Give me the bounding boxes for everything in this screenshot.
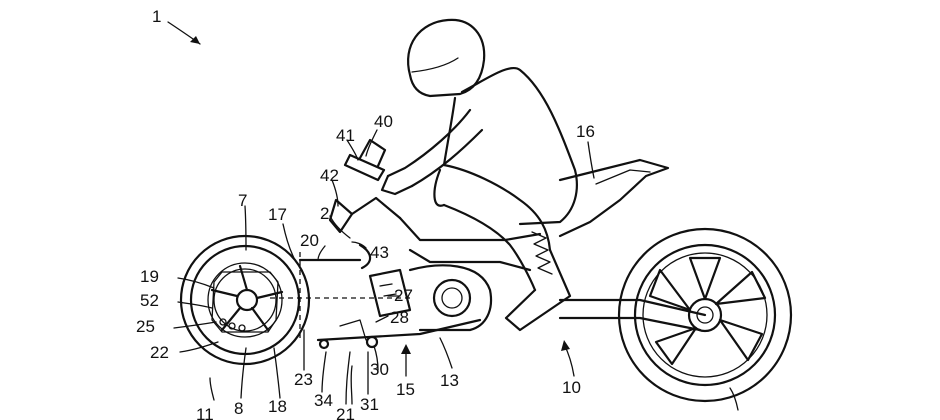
label-28: 28 bbox=[390, 308, 409, 327]
label-41: 41 bbox=[336, 126, 355, 145]
label-31: 31 bbox=[360, 395, 379, 414]
label-40: 40 bbox=[374, 112, 393, 131]
label-27: 27 bbox=[394, 286, 413, 305]
label-42: 42 bbox=[320, 166, 339, 185]
frame-and-body bbox=[270, 138, 707, 350]
label-30: 30 bbox=[370, 360, 389, 379]
leader-lines bbox=[167, 21, 739, 411]
label-8: 8 bbox=[234, 399, 243, 418]
rider-figure bbox=[380, 18, 578, 332]
label-10: 10 bbox=[562, 378, 581, 397]
reference-labels: 1 40 41 42 2 43 20 17 7 16 19 52 25 22 2… bbox=[136, 7, 595, 420]
label-1: 1 bbox=[152, 7, 161, 26]
label-16: 16 bbox=[576, 122, 595, 141]
label-15: 15 bbox=[396, 380, 415, 399]
label-18: 18 bbox=[268, 397, 287, 416]
label-2: 2 bbox=[320, 204, 329, 223]
label-7: 7 bbox=[238, 191, 247, 210]
label-22: 22 bbox=[150, 343, 169, 362]
label-13: 13 bbox=[440, 371, 459, 390]
label-52: 52 bbox=[140, 291, 159, 310]
label-20: 20 bbox=[300, 231, 319, 250]
label-21: 21 bbox=[336, 405, 355, 420]
front-wheel bbox=[179, 234, 311, 366]
label-19: 19 bbox=[140, 267, 159, 286]
label-23: 23 bbox=[294, 370, 313, 389]
label-17: 17 bbox=[268, 205, 287, 224]
label-11: 11 bbox=[196, 405, 214, 420]
label-25: 25 bbox=[136, 317, 155, 336]
label-34: 34 bbox=[314, 391, 333, 410]
rear-wheel bbox=[617, 227, 793, 403]
label-43: 43 bbox=[370, 243, 389, 262]
